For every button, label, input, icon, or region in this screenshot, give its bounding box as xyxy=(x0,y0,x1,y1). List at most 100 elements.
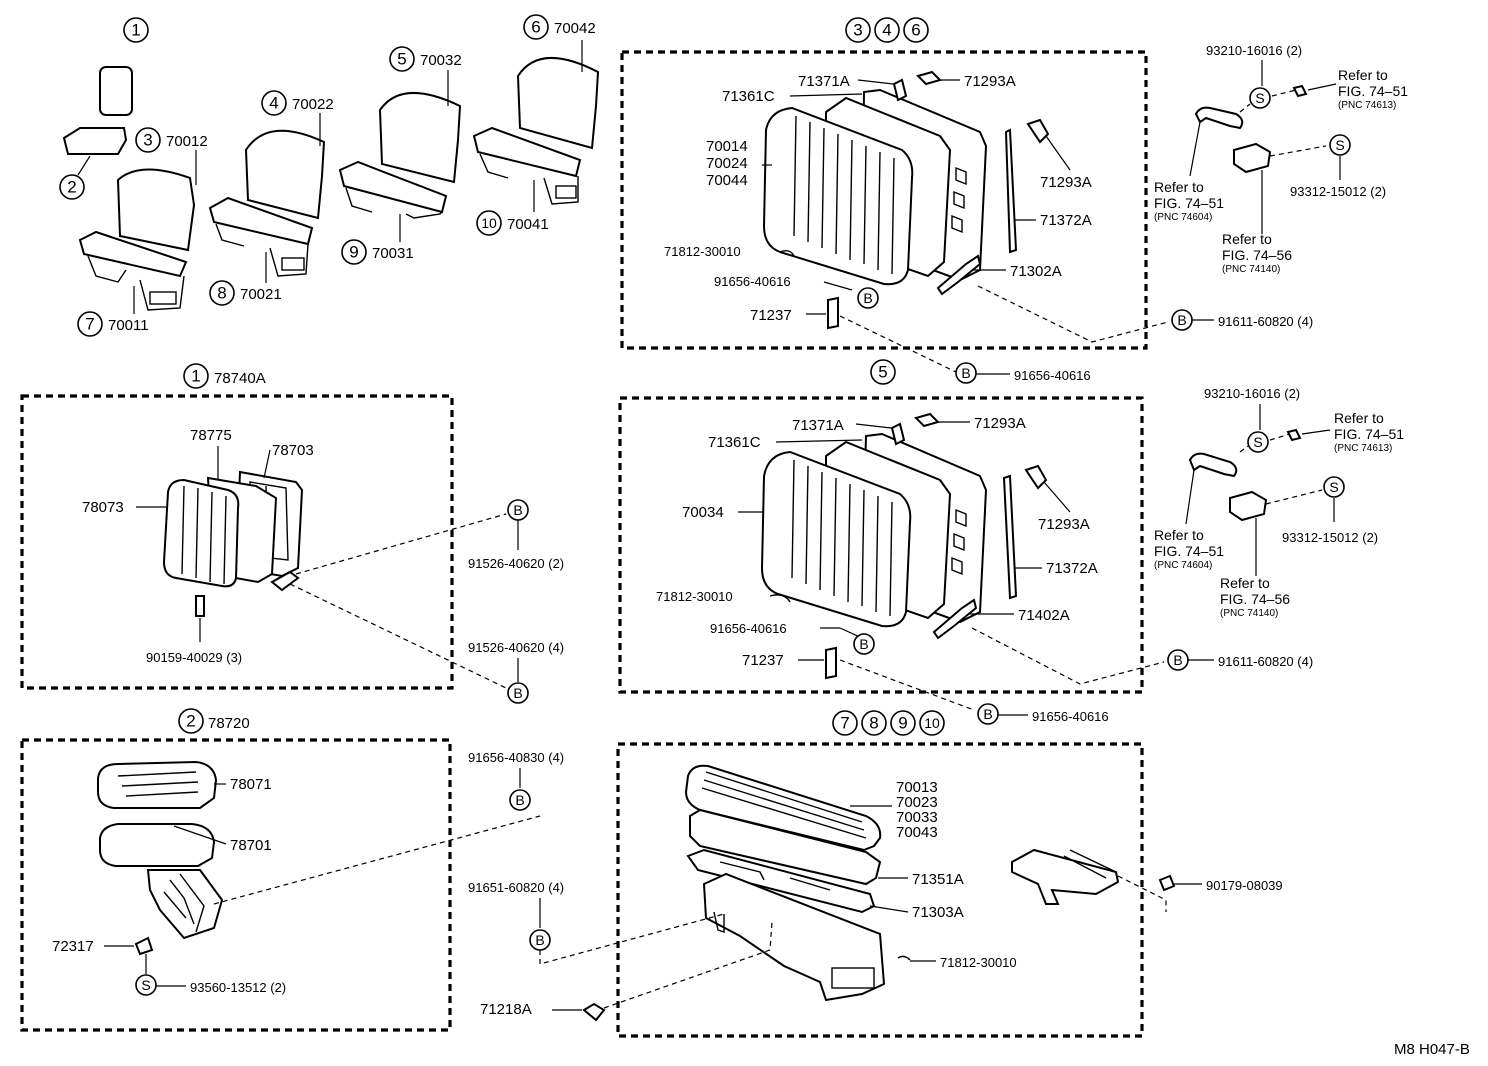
group-3-4-6-callout-6: 6 xyxy=(911,21,920,40)
part-91526-40620-2-label: 91526-40620 (2) xyxy=(468,556,564,571)
g5-part-91656-40616-inner-label: 91656-40616 xyxy=(710,621,787,636)
pnc-74140-label-1: (PNC 74140) xyxy=(1222,264,1280,275)
part-71351A-label: 71351A xyxy=(912,871,964,888)
g5-refer-to-label-2: Refer to xyxy=(1154,527,1204,543)
bracket-71293A-side-shape xyxy=(1026,118,1050,144)
part-93210-16016-label: 93210-16016 (2) xyxy=(1206,43,1302,58)
g5-clip-71371A-shape xyxy=(890,422,906,446)
fastener-b-group346-inner xyxy=(857,287,879,309)
g5-part-71293A-side-label: 71293A xyxy=(1038,516,1090,533)
nut-72317-shape xyxy=(134,936,154,956)
rod-71372A-shape xyxy=(1004,128,1018,254)
g5-refer-fig-7451-label-2: FIG. 74–51 xyxy=(1154,543,1224,559)
group-3-4-6-callout-3: 3 xyxy=(853,21,862,40)
fastener-s-93560 xyxy=(135,974,157,996)
part-71371A-label: 71371A xyxy=(798,73,850,90)
g5-refer-to-label-1: Refer to xyxy=(1334,410,1384,426)
armrest-cover-78071-shape xyxy=(97,760,218,809)
fastener-b-91611-group346-label: B xyxy=(1177,312,1186,328)
g5-hinge-71237-shape xyxy=(825,646,837,680)
clip-71218A-shape xyxy=(582,1002,606,1022)
fastener-s-switch-group5-label: S xyxy=(1329,479,1338,495)
g5-bracket-71402A-shape xyxy=(932,598,978,640)
refer-fig-7451-label-2: FIG. 74–51 xyxy=(1154,195,1224,211)
part-71237-label: 71237 xyxy=(750,307,792,324)
fastener-b-91526-2-label: B xyxy=(513,502,522,518)
part-91656-40616-outer-label: 91656-40616 xyxy=(1014,368,1091,383)
fastener-b-91656-group346 xyxy=(955,362,977,384)
refer-to-label-2: Refer to xyxy=(1154,179,1204,195)
fastener-b-91526-4-label: B xyxy=(513,685,522,701)
refer-to-label-3: Refer to xyxy=(1222,231,1272,247)
g5-part-91656-40616-outer-label: 91656-40616 xyxy=(1032,709,1109,724)
nut-90179-shape xyxy=(1158,874,1176,892)
armrest-pad-78701-shape xyxy=(99,823,216,867)
group-7-10-callout-9: 9 xyxy=(898,714,907,733)
g5-refer-fig-7451-label-1: FIG. 74–51 xyxy=(1334,426,1404,442)
group-3-4-6-callout-4: 4 xyxy=(882,21,891,40)
group-2-callout-2: 2 xyxy=(186,712,195,731)
group-3-4-6-frame xyxy=(620,50,1148,350)
fastener-b-91656-40830-label: B xyxy=(515,792,524,808)
part-70041-label: 70041 xyxy=(507,216,549,233)
part-91526-40620-4-label: 91526-40620 (4) xyxy=(468,640,564,655)
group-1-callout-1: 1 xyxy=(191,367,200,386)
group-5-callout-5: 5 xyxy=(878,363,887,382)
part-70021-label: 70021 xyxy=(240,286,282,303)
headrest-shape xyxy=(99,66,133,116)
part-71812-30010-cushion-label: 71812-30010 xyxy=(940,955,1017,970)
callout-2 xyxy=(59,174,85,200)
seat-cushion-8-shape xyxy=(208,196,314,246)
seatback-6-shape xyxy=(516,57,600,150)
part-71361C-label: 71361C xyxy=(722,88,775,105)
part-78071-label: 78071 xyxy=(230,776,272,793)
part-70042-label: 70042 xyxy=(554,20,596,37)
part-71372A-label: 71372A xyxy=(1040,212,1092,229)
group-1-headrest-assembly: 1 78740A 78775 78703 78073 90159-40029 (… xyxy=(20,363,564,704)
hinge-71237-shape xyxy=(827,296,839,330)
refer-to-label-1: Refer to xyxy=(1338,67,1388,83)
part-93312-15012-label: 93312-15012 (2) xyxy=(1290,184,1386,199)
part-70024-label: 70024 xyxy=(706,155,748,172)
g5-bracket-71293A-top-shape xyxy=(914,412,940,428)
callout-8-label: 8 xyxy=(217,284,226,303)
g5-refer-to-label-3: Refer to xyxy=(1220,575,1270,591)
group-7-10-callout-8: 8 xyxy=(869,714,878,733)
callout-1-label: 1 xyxy=(131,21,140,40)
fastener-b-group5-inner xyxy=(853,633,875,655)
seat-cushion-9-shape xyxy=(338,160,448,214)
group-2-frame xyxy=(20,738,452,1032)
fastener-s-switch-group5 xyxy=(1323,476,1345,498)
g5-rod-71372A-shape xyxy=(1002,474,1018,600)
part-93560-13512-label: 93560-13512 (2) xyxy=(190,980,286,995)
group-2-armrest-assembly: 2 78720 78071 78701 72317 S 93560-13512 … xyxy=(20,708,564,1032)
fastener-b-91656-group5 xyxy=(977,703,999,725)
cushion-cover-shape xyxy=(684,764,882,852)
part-71302A-label: 71302A xyxy=(1010,263,1062,280)
group-7-10-callout-7: 7 xyxy=(840,714,849,733)
g5-seatback-cover-shape xyxy=(760,450,912,628)
clip-71371A-shape xyxy=(892,78,908,102)
refer-fig-7451-label-1: FIG. 74–51 xyxy=(1338,83,1408,99)
part-78720-label: 78720 xyxy=(208,715,250,732)
part-90179-08039-label: 90179-08039 xyxy=(1206,878,1283,893)
g5-part-71371A-label: 71371A xyxy=(792,417,844,434)
fastener-s-top-group5-label: S xyxy=(1253,434,1262,450)
part-90159-40029-label: 90159-40029 (3) xyxy=(146,650,242,665)
seat-legs-10 xyxy=(479,153,579,205)
bracket-71293A-top-shape xyxy=(916,70,942,86)
fastener-b-group5-inner-label: B xyxy=(859,636,868,652)
part-72317-label: 72317 xyxy=(52,938,94,955)
g5-pnc-74140-label-1: (PNC 74140) xyxy=(1220,608,1278,619)
seat-cushion-10-shape xyxy=(472,126,582,178)
group-5-seatback-assembly: 5 71371A 71293A 71361C 70034 71293A 7137… xyxy=(618,359,1404,725)
seat-legs-8 xyxy=(215,223,309,277)
callout-6-label: 6 xyxy=(531,18,540,37)
fastener-s-top-group346 xyxy=(1249,87,1271,109)
overview-seat-variants: 1 2 3 70012 7 70011 4 70022 8 70021 xyxy=(59,14,600,337)
fastener-b-91656-40830 xyxy=(509,789,531,811)
part-70043-label: 70043 xyxy=(896,824,938,841)
seatback-4-shape xyxy=(244,129,326,220)
headrest-bracket-shape xyxy=(270,570,300,592)
